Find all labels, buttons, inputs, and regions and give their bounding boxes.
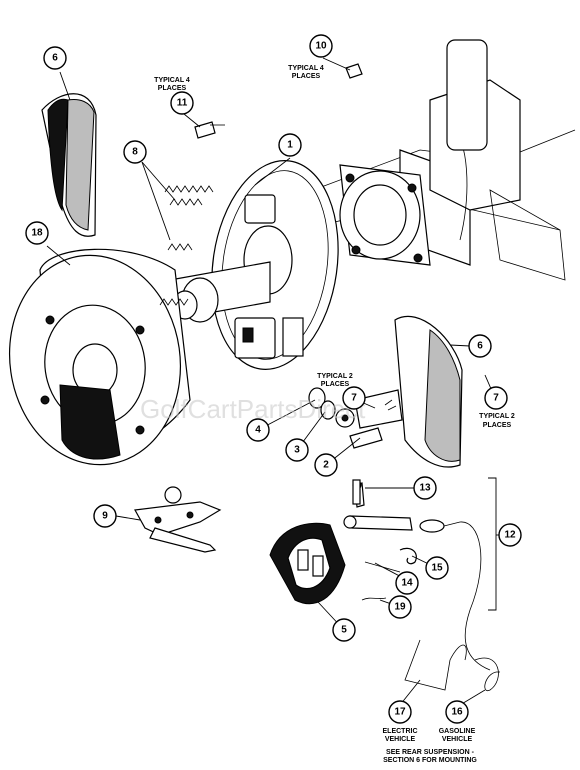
callout-13: 13	[413, 476, 437, 500]
callout-19: 19	[388, 595, 412, 619]
typical-4-note-top-line1: TYPICAL 4	[288, 65, 324, 72]
brake-lever	[134, 486, 222, 553]
callout-18: 18	[25, 221, 49, 245]
typical-2-note-right-line1: TYPICAL 2	[479, 413, 515, 420]
callout-4: 4	[246, 418, 270, 442]
svg-text:11: 11	[177, 98, 188, 109]
electric-vehicle-label-line2: VEHICLE	[385, 736, 416, 743]
callout-6-top: 6	[43, 46, 67, 70]
watermark-text: GolfCartPartsDirect	[140, 394, 366, 424]
mounting-plate	[339, 164, 431, 266]
svg-text:7: 7	[493, 393, 499, 404]
callout-2: 2	[314, 453, 338, 477]
svg-text:16: 16	[451, 707, 463, 718]
axle-housing	[299, 39, 576, 281]
bolt-13	[352, 479, 361, 505]
electric-vehicle-label-line1: ELECTRIC	[383, 728, 418, 735]
callout-17: 17	[388, 700, 412, 724]
typical-2-note-center-line1: TYPICAL 2	[317, 373, 353, 380]
svg-text:12: 12	[504, 530, 516, 541]
svg-text:19: 19	[394, 602, 406, 613]
typical-4-note-left-line1: TYPICAL 4	[154, 77, 190, 84]
svg-text:14: 14	[401, 578, 413, 589]
svg-text:7: 7	[351, 393, 357, 404]
callout-3: 3	[285, 438, 309, 462]
callout-5: 5	[332, 618, 356, 642]
svg-text:2: 2	[323, 460, 329, 471]
callout-15: 15	[425, 556, 449, 580]
callout-7-right: 7	[484, 386, 508, 410]
typical-2-note-right-line2: PLACES	[483, 422, 512, 429]
return-springs	[404, 639, 501, 691]
callout-7-center: 7	[342, 386, 366, 410]
axle-shaft	[169, 261, 271, 323]
callout-11: 11	[170, 91, 194, 115]
svg-text:5: 5	[341, 625, 347, 636]
svg-text:10: 10	[315, 41, 327, 52]
callout-16: 16	[445, 700, 469, 724]
callout-6-right: 6	[468, 334, 492, 358]
brake-shoe-right	[394, 315, 463, 468]
gasoline-vehicle-label-line1: GASOLINE	[439, 728, 476, 735]
typical-2-note-center-line2: PLACES	[321, 381, 350, 388]
callout-10: 10	[309, 34, 333, 58]
svg-text:6: 6	[52, 53, 58, 64]
svg-text:9: 9	[102, 511, 108, 522]
callout-12: 12	[498, 523, 522, 547]
springs	[159, 185, 214, 306]
svg-text:17: 17	[394, 707, 406, 718]
svg-text:8: 8	[132, 147, 138, 158]
brake-cable	[343, 480, 491, 671]
adjuster-assembly	[308, 387, 403, 449]
brake-shoe-left	[41, 93, 97, 237]
see-rear-suspension-line2: SECTION 6 FOR MOUNTING	[383, 757, 477, 764]
callout-8: 8	[123, 140, 147, 164]
fasteners	[194, 63, 363, 139]
backing-plate	[211, 160, 339, 370]
svg-text:15: 15	[431, 563, 443, 574]
typical-4-note-top-line2: PLACES	[292, 73, 321, 80]
svg-text:1: 1	[287, 140, 293, 151]
svg-text:3: 3	[294, 445, 300, 456]
dust-cover	[269, 522, 346, 605]
callout-14: 14	[395, 571, 419, 595]
see-rear-suspension-line1: SEE REAR SUSPENSION -	[386, 749, 475, 756]
brake-drum	[8, 248, 191, 466]
svg-text:18: 18	[31, 228, 43, 239]
gasoline-vehicle-label-line2: VEHICLE	[442, 736, 473, 743]
typical-4-note-left-line2: PLACES	[158, 85, 187, 92]
svg-text:4: 4	[255, 425, 261, 436]
svg-text:6: 6	[477, 341, 483, 352]
svg-text:13: 13	[419, 483, 431, 494]
callout-9: 9	[93, 504, 117, 528]
callout-1: 1	[278, 133, 302, 157]
